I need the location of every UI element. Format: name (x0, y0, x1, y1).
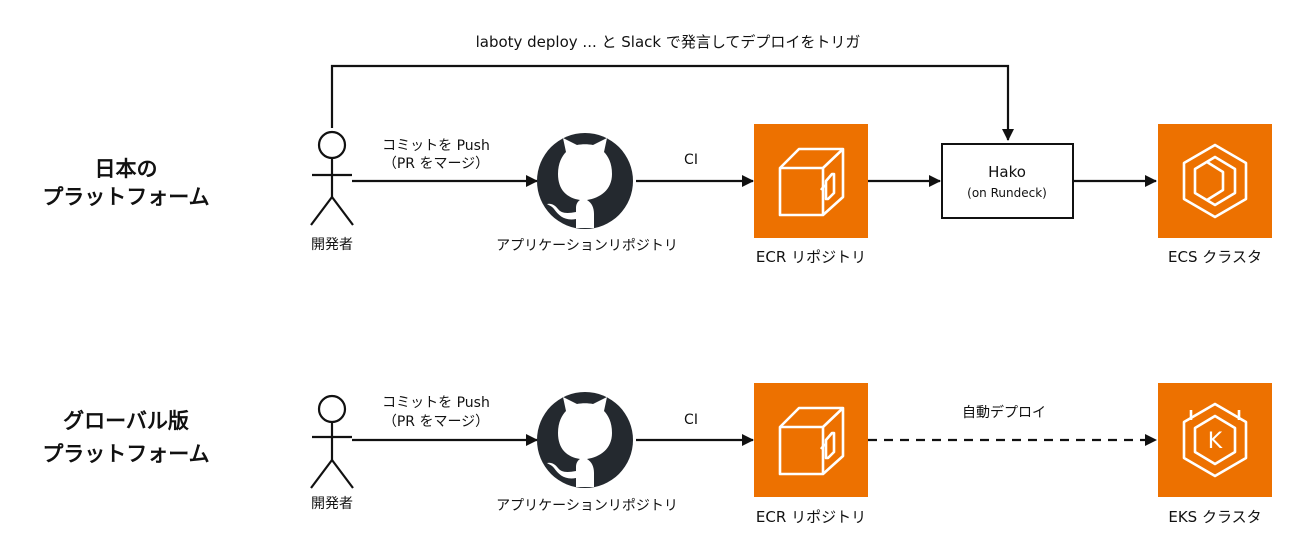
row2-cluster-label: EKS クラスタ (1168, 508, 1261, 526)
row2-ecr-label: ECR リポジトリ (756, 508, 866, 526)
slack-trigger-label: laboty deploy ... と Slack で発言してデプロイをトリガ (476, 33, 861, 51)
row1-ecr-label: ECR リポジトリ (756, 248, 866, 266)
row1-push-label-line1: コミットを Push (382, 138, 490, 154)
row2-push-label-line1: コミットを Push (382, 395, 490, 411)
slack-trigger-edge (330, 64, 1014, 141)
aws-ecs-icon (1158, 124, 1272, 238)
row2-title-line1: グローバル版 (63, 409, 189, 433)
row1-ci-label: CI (684, 152, 698, 168)
row2-ci-label: CI (684, 412, 698, 428)
row1-cluster-label: ECS クラスタ (1168, 248, 1262, 266)
row1-actor-label: 開発者 (311, 237, 353, 253)
aws-ecr-icon (754, 383, 868, 497)
aws-ecr-icon (754, 124, 868, 238)
row1-title-line2: プラットフォーム (42, 185, 209, 209)
actor-icon (310, 394, 354, 489)
eks-badge-letter: K (1208, 429, 1223, 454)
aws-eks-icon: K (1158, 383, 1272, 497)
hako-title: Hako (988, 163, 1026, 181)
row2-title-line2: プラットフォーム (42, 442, 209, 466)
auto-deploy-label: 自動デプロイ (962, 404, 1046, 421)
row1-push-label-line2: （PR をマージ） (383, 156, 489, 172)
hako-subtitle: (on Rundeck) (967, 186, 1047, 200)
row2-repo-label: アプリケーションリポジトリ (496, 498, 678, 514)
row1-title-line1: 日本の (95, 157, 158, 181)
github-icon (537, 133, 633, 229)
row2-push-label-line2: （PR をマージ） (383, 414, 489, 430)
hako-box (941, 143, 1074, 219)
row2-actor-label: 開発者 (311, 496, 353, 512)
actor-icon (310, 130, 354, 226)
github-icon (537, 392, 633, 488)
row1-repo-label: アプリケーションリポジトリ (496, 238, 678, 254)
